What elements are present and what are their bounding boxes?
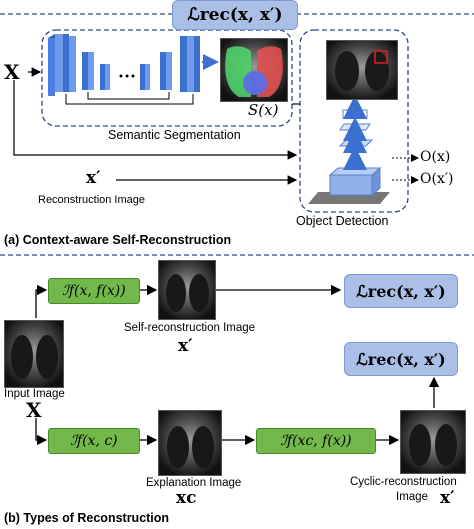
section-b-title: (b) Types of Reconstruction bbox=[4, 511, 170, 525]
cyclic-function-box: ℐf(xc, f(x)) bbox=[256, 428, 376, 454]
input-x-label: X bbox=[4, 60, 20, 84]
semantic-segmentation-caption: Semantic Segmentation bbox=[108, 128, 241, 142]
cyclic-symbol: x′ bbox=[440, 488, 455, 508]
cyclic-loss-label: ℒrec(x, x′) bbox=[356, 349, 446, 369]
top-loss-box: ℒrec(x, x′) bbox=[172, 0, 298, 30]
segmentation-map-image bbox=[220, 38, 288, 102]
self-loss-label: ℒrec(x, x′) bbox=[356, 281, 446, 301]
explanation-symbol: xc bbox=[176, 488, 197, 508]
cyclic-function-label: ℐf(xc, f(x)) bbox=[280, 433, 352, 449]
explanation-function-label: ℐf(x, c) bbox=[70, 433, 118, 449]
cyclic-recon-caption-line1: Cyclic-reconstruction bbox=[350, 476, 457, 488]
cyclic-recon-caption-line2: Image bbox=[396, 491, 428, 503]
input-symbol: X bbox=[26, 398, 42, 422]
output-ox-label: O(x) bbox=[420, 149, 451, 165]
cyclic-loss-box: ℒrec(x, x′) bbox=[344, 342, 458, 376]
explanation-image-caption: Explanation Image bbox=[146, 477, 242, 489]
self-function-box: ℐf(x, f(x)) bbox=[48, 278, 140, 304]
cnn-blocks bbox=[48, 34, 200, 105]
input-image-caption: Input Image bbox=[4, 388, 65, 400]
self-loss-box: ℒrec(x, x′) bbox=[344, 274, 458, 308]
self-reconstruction-xray bbox=[158, 260, 216, 320]
seg-map-label: S(x) bbox=[248, 101, 279, 119]
self-recon-symbol: x′ bbox=[178, 336, 193, 356]
input-to-expl-arrow bbox=[35, 418, 48, 446]
self-function-label: ℐf(x, f(x)) bbox=[62, 283, 126, 299]
self-recon-caption: Self-reconstruction Image bbox=[124, 322, 256, 334]
detection-network bbox=[308, 95, 390, 204]
cyclic-xray bbox=[400, 410, 466, 474]
detection-output-image bbox=[326, 40, 398, 100]
section-a-title: (a) Context-aware Self-Reconstruction bbox=[4, 233, 232, 247]
input-to-self-arrow bbox=[35, 284, 48, 318]
explanation-xray bbox=[158, 410, 222, 476]
x-prime-label: x′ bbox=[86, 168, 101, 188]
x-to-detection-arrow bbox=[13, 80, 298, 160]
top-loss-label: ℒrec(x, x′) bbox=[187, 5, 283, 25]
input-xray bbox=[4, 320, 64, 388]
explanation-function-box: ℐf(x, c) bbox=[48, 428, 140, 454]
reconstruction-image-caption: Reconstruction Image bbox=[38, 194, 145, 206]
output-oxp-label: O(x′) bbox=[420, 171, 454, 187]
object-detection-caption: Object Detection bbox=[296, 214, 389, 228]
